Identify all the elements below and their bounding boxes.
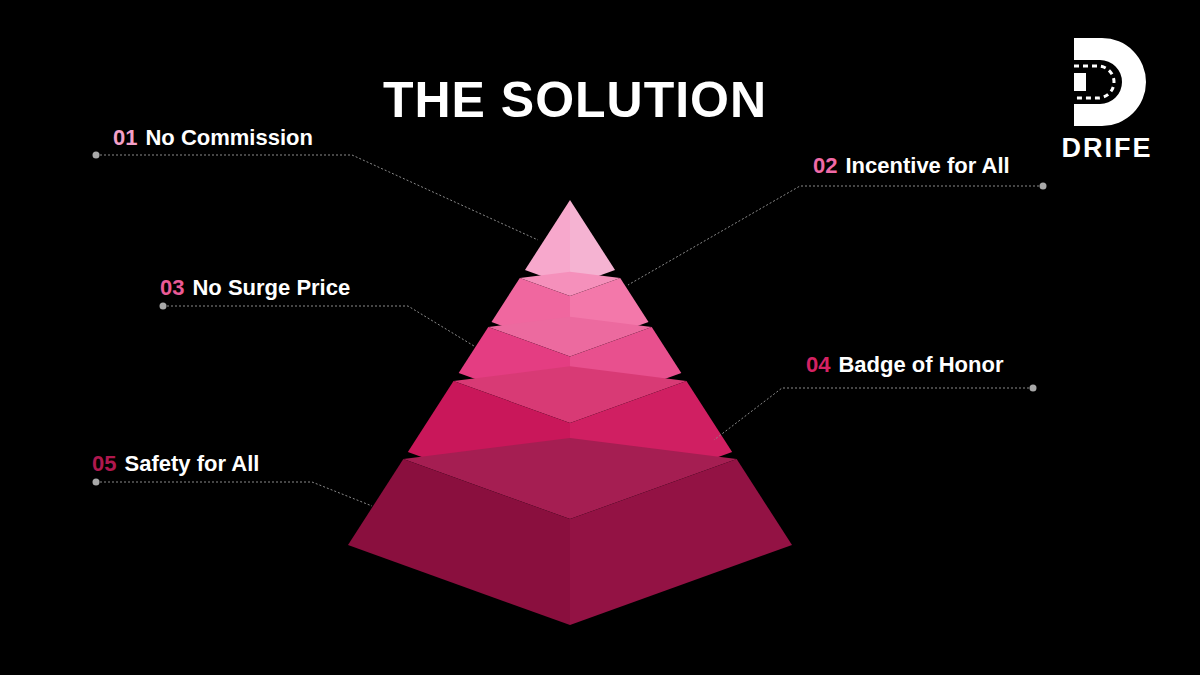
leader-dot [160, 303, 167, 310]
leader-line [96, 155, 538, 240]
leader-dot [93, 152, 100, 159]
slide-title: THE SOLUTION [383, 71, 767, 129]
callout-label: Safety for All [124, 451, 259, 477]
callout-row: 05 Safety for All [92, 451, 259, 477]
pyramid-face [570, 459, 792, 625]
callout-number: 05 [92, 451, 116, 477]
callout-label: No Commission [145, 125, 312, 151]
logo-road [1074, 66, 1114, 98]
logo-d [1074, 38, 1146, 126]
callout-label: No Surge Price [192, 275, 350, 301]
callout-row: 03 No Surge Price [160, 275, 350, 301]
callout-label: Incentive for All [845, 153, 1009, 179]
callout-number: 02 [813, 153, 837, 179]
pyramid [348, 200, 792, 625]
callout-label: Badge of Honor [838, 352, 1003, 378]
logo-text: DRIFE [1062, 133, 1153, 164]
leader-lines [96, 155, 1043, 506]
leader-dots [93, 152, 1047, 486]
leader-dot [93, 479, 100, 486]
logo-icon [1074, 38, 1146, 126]
leader-line [163, 306, 474, 346]
leader-dot [1030, 385, 1037, 392]
callout-row: 02 Incentive for All [813, 153, 1010, 179]
callout-row: 01 No Commission [113, 125, 313, 151]
callout-row: 04 Badge of Honor [806, 352, 1003, 378]
callout-number: 04 [806, 352, 830, 378]
callout-number: 03 [160, 275, 184, 301]
leader-line [714, 388, 1033, 440]
pyramid-face [348, 459, 570, 625]
logo-stem [1074, 73, 1086, 91]
leader-dot [1040, 183, 1047, 190]
callout-number: 01 [113, 125, 137, 151]
leader-line [96, 482, 372, 506]
leader-line [628, 186, 1043, 285]
